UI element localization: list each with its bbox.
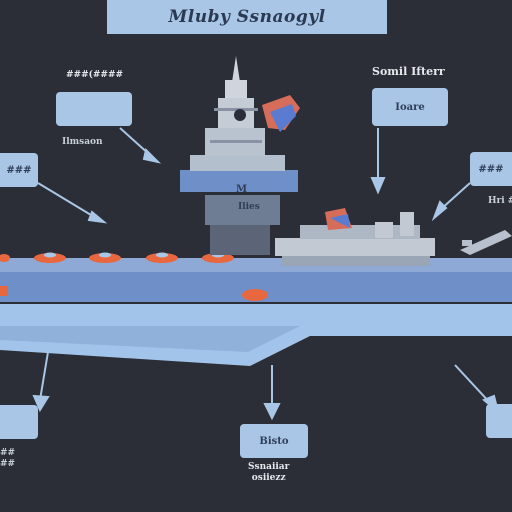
left-callout-label: ### [6,164,32,176]
mid-left-caption: Ilmsaon [62,137,103,147]
island-deck [180,170,298,192]
right-callout-label: ### [478,163,504,175]
bottom-center-callout: Bisto [240,424,308,458]
tower-label-secondary: Ilies [238,202,260,212]
aircraft-6 [0,254,10,262]
aircraft-2 [89,253,121,263]
flag-blue [270,104,296,132]
aircraft-4 [202,253,234,263]
bottom-center-caption: Ssnaiiar osiiezz [248,462,290,483]
bottom-right-callout [486,404,512,438]
jet-silhouette [460,230,512,255]
aircraft-5 [242,289,268,301]
tower-label-primary: M [236,184,248,195]
top-right-caption: Somil Ifterr [372,65,445,78]
top-right-callout: Ioare [372,88,448,126]
bottom-center-callout-label: Bisto [259,435,289,447]
forward-ship [275,208,435,266]
right-callout: ### [470,152,512,186]
left-callout: ### [0,153,38,187]
connector-left [37,182,97,219]
top-right-callout-label: Ioare [395,101,425,113]
arrowhead-upper-left [142,148,162,164]
arrowhead-top-right [370,177,386,195]
deck-aircraft [0,253,268,301]
deck-marker [0,286,8,296]
bottom-left-callout [0,405,38,439]
aircraft-canopies [44,252,224,258]
upper-left-callout [56,92,132,126]
arrowhead-right [431,200,448,222]
mast [232,56,240,82]
bottom-left-caption: ## ## [0,448,16,469]
arrowhead-left [87,210,108,224]
connector-right [439,182,471,211]
right-caption: Hri ### [488,196,512,206]
arrowhead-bottom-center [263,403,281,421]
top-left-caption: ###(#### [66,70,124,80]
arrowhead-bottom-left [32,394,50,413]
diagram-title: Mluby Ssnaogyl [107,0,387,34]
island-superstructure [180,56,300,255]
deck-top-strip [0,258,512,272]
hull-shadow [0,326,300,352]
aircraft-1 [34,253,66,263]
aircraft-3 [146,253,178,263]
